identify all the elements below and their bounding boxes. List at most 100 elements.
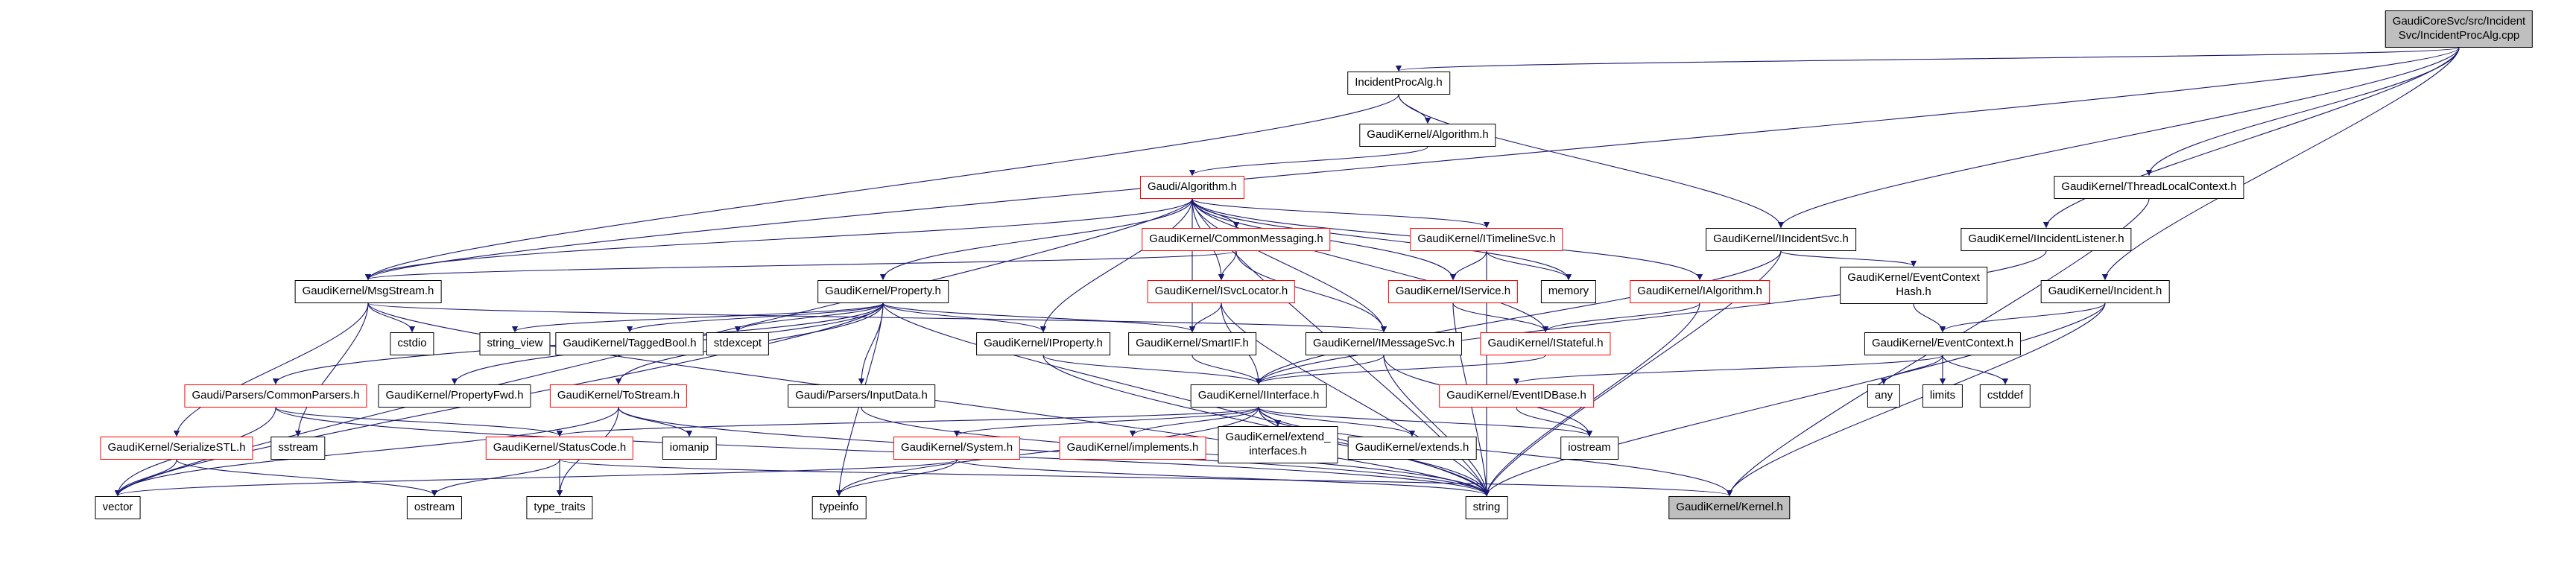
node-smartif_h[interactable]: GaudiKernel/SmartIF.h [1128,332,1256,355]
node-iostream[interactable]: iostream [1560,437,1618,460]
edge-imessagesvc_h-to-iinterface_h [1255,355,1384,385]
node-msgstream_h[interactable]: GaudiKernel/MsgStream.h [294,280,442,303]
node-threadlocalcontext_h[interactable]: GaudiKernel/ThreadLocalContext.h [2054,176,2244,199]
edge-msgstream_h-to-imessagesvc_h [367,302,1387,333]
node-label: iostream [1568,441,1611,454]
node-limits[interactable]: limits [1922,384,1963,408]
node-property_h[interactable]: GaudiKernel/Property.h [817,280,949,303]
node-label: IncidentProcAlg.h [1355,76,1443,89]
node-label: interfaces.h [1249,444,1307,457]
edge-iincidentsvc_h-to-eventcontexthash_h [1780,250,1917,267]
node-gaudi_algorithm_h[interactable]: Gaudi/Algorithm.h [1139,176,1245,199]
edge-gaudi_algorithm_h-to-property_h [879,198,1193,281]
node-iinterface_h[interactable]: GaudiKernel/IInterface.h [1190,384,1327,408]
edge-gaudi_algorithm_h-to-iproperty_h [1039,198,1193,333]
node-label: GaudiKernel/IMessageSvc.h [1312,337,1455,349]
edge-cpp-to-incident_h [2101,47,2460,281]
edge-gaudi_algorithm_h-to-istateful_h [1192,198,1549,333]
node-label: limits [1929,389,1956,402]
node-label: GaudiKernel/IIncidentListener.h [1968,232,2124,245]
node-extends_h[interactable]: GaudiKernel/extends.h [1347,437,1477,460]
node-commonmessaging_h[interactable]: GaudiKernel/CommonMessaging.h [1142,228,1331,251]
node-eventcontext_h[interactable]: GaudiKernel/EventContext.h [1864,332,2022,355]
node-cstdio[interactable]: cstdio [390,332,434,355]
edge-commonparsers_h-to-statuscode_h [275,407,563,437]
edge-iproperty_h-to-string [1042,355,1490,497]
edge-incident_h-to-string [1483,302,2106,497]
edge-cpp-to-iincidentsvc_h [1777,47,2460,229]
node-cstddef[interactable]: cstddef [1979,384,2031,408]
edge-incident_h-to-kernel_h [1726,302,2106,497]
node-iservice_h[interactable]: GaudiKernel/IService.h [1387,280,1519,303]
node-serializestl_h[interactable]: GaudiKernel/SerializeSTL.h [100,437,253,460]
node-iproperty_h[interactable]: GaudiKernel/IProperty.h [976,332,1110,355]
edge-msgstream_h-to-sstream [294,302,369,437]
node-label: GaudiKernel/ThreadLocalContext.h [2061,180,2237,193]
node-label: sstream [278,441,318,454]
edge-iinterface_h-to-iostream [1258,407,1592,437]
node-commonparsers_h[interactable]: Gaudi/Parsers/CommonParsers.h [184,384,367,408]
edge-istateful_h-to-iinterface_h [1256,355,1546,385]
node-incidentprocalg_h[interactable]: IncidentProcAlg.h [1347,72,1450,95]
node-propertyfwd_h[interactable]: GaudiKernel/PropertyFwd.h [378,384,531,408]
node-implements_h[interactable]: GaudiKernel/implements.h [1059,437,1206,460]
node-string_view[interactable]: string_view [479,332,551,355]
node-taggedbool_h[interactable]: GaudiKernel/TaggedBool.h [555,332,704,355]
node-iincidentsvc_h[interactable]: GaudiKernel/IIncidentSvc.h [1706,228,1856,251]
edge-cpp-to-incidentprocalg_h [1396,47,2460,72]
node-label: Gaudi/Algorithm.h [1147,180,1238,193]
node-stdexcept[interactable]: stdexcept [706,332,770,355]
edge-eventcontext_h-to-cstddef [1942,355,2009,385]
node-extend_interfaces_h[interactable]: GaudiKernel/extend_interfaces.h [1218,426,1338,463]
node-any[interactable]: any [1867,384,1901,408]
node-tostream_h[interactable]: GaudiKernel/ToStream.h [549,384,688,408]
node-sstream[interactable]: sstream [270,437,326,460]
edge-gaudi_algorithm_h-to-itimelinesvc_h [1192,198,1490,229]
edge-tostream_h-to-iomanip [618,407,693,437]
node-ialgorithm_h[interactable]: GaudiKernel/IAlgorithm.h [1630,280,1770,303]
node-itimelinesvc_h[interactable]: GaudiKernel/ITimelineSvc.h [1410,228,1563,251]
edge-gaudi_algorithm_h-to-imessagesvc_h [1192,198,1387,333]
node-memory[interactable]: memory [1540,280,1597,303]
node-vector[interactable]: vector [95,496,141,519]
node-isvclocator_h[interactable]: GaudiKernel/ISvcLocator.h [1147,280,1296,303]
node-iomanip[interactable]: iomanip [662,437,717,460]
node-label: GaudiKernel/MsgStream.h [302,285,434,297]
edge-iincidentsvc_h-to-iinterface_h [1255,250,1782,385]
node-label: Gaudi/Parsers/CommonParsers.h [192,389,360,402]
node-label: GaudiKernel/extend_ [1225,431,1331,443]
node-imessagesvc_h[interactable]: GaudiKernel/IMessageSvc.h [1305,332,1463,355]
edge-incident_h-to-eventcontext_h [1939,302,2106,333]
edge-cpp-to-msgstream_h [365,47,2460,281]
edge-cpp-to-iincidentlistener_h [2042,47,2460,229]
node-eventidbase_h[interactable]: GaudiKernel/EventIDBase.h [1439,384,1594,408]
node-system_h[interactable]: GaudiKernel/System.h [893,437,1021,460]
node-incident_h[interactable]: GaudiKernel/Incident.h [2040,280,2170,303]
edge-commonparsers_h-to-string [275,407,1490,497]
edge-commonmessaging_h-to-imessagesvc_h [1235,250,1387,333]
node-label: string [1472,501,1501,513]
edge-property_h-to-iproperty_h [882,302,1047,333]
edge-iinterface_h-to-kernel_h [1258,407,1733,497]
node-iincidentlistener_h[interactable]: GaudiKernel/IIncidentListener.h [1961,228,2132,251]
node-label: Svc/IncidentProcAlg.cpp [2398,28,2520,42]
node-statuscode_h[interactable]: GaudiKernel/StatusCode.h [485,437,634,460]
edge-serializestl_h-to-ostream [176,459,438,497]
node-string[interactable]: string [1465,496,1508,519]
node-typeinfo[interactable]: typeinfo [811,496,867,519]
node-istateful_h[interactable]: GaudiKernel/IStateful.h [1480,332,1611,355]
edge-property_h-to-smartif_h [882,302,1195,333]
node-type_traits[interactable]: type_traits [526,496,593,519]
edge-itimelinesvc_h-to-memory [1486,250,1572,281]
node-kernel_h[interactable]: GaudiKernel/Kernel.h [1668,496,1791,519]
node-label: any [1874,389,1893,402]
node-algorithm_h[interactable]: GaudiKernel/Algorithm.h [1359,124,1496,147]
node-label: GaudiKernel/ISvcLocator.h [1154,285,1288,297]
edge-isvclocator_h-to-string [1221,302,1490,497]
edge-property_h-to-stdexcept [734,302,884,333]
node-inputdata_h[interactable]: Gaudi/Parsers/InputData.h [788,384,935,408]
node-ostream[interactable]: ostream [406,496,463,519]
node-label: cstdio [397,337,427,349]
